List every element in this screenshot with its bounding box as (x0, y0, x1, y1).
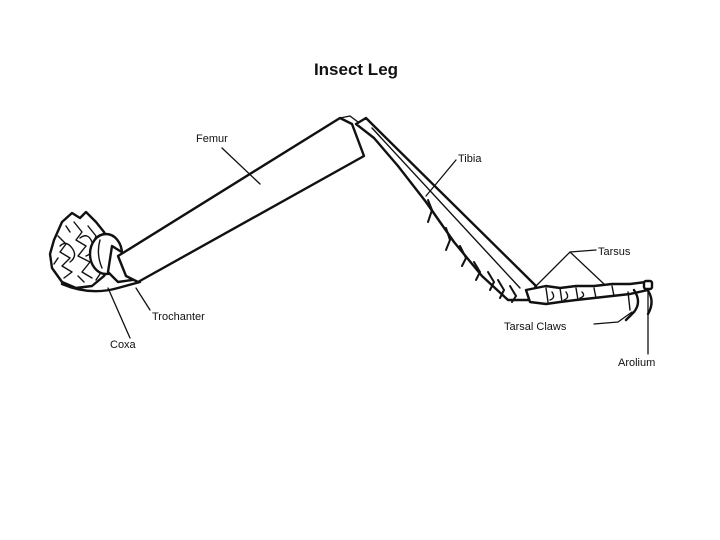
trochanter-label: Trochanter (152, 311, 205, 323)
coxa-label: Coxa (110, 339, 137, 351)
coxa-leader (107, 287, 131, 339)
tarsus-leader (535, 249, 605, 287)
arolium-label: Arolium (618, 357, 655, 369)
tarsus-label: Tarsus (598, 246, 631, 258)
leader-lines (107, 147, 649, 355)
femur-leader (221, 147, 261, 185)
tibia-leader (425, 159, 457, 197)
diagram-title: Insect Leg (314, 60, 398, 79)
femur-part (116, 116, 366, 284)
arolium-part (642, 279, 654, 291)
tarsal-claws-leader (593, 311, 633, 325)
trochanter-leader (135, 287, 151, 311)
femur-label: Femur (196, 133, 228, 145)
tibia-label: Tibia (458, 153, 482, 165)
tarsus-part (524, 280, 650, 306)
tarsal-claws-label: Tarsal Claws (504, 321, 567, 333)
tibia-spines (427, 199, 518, 303)
